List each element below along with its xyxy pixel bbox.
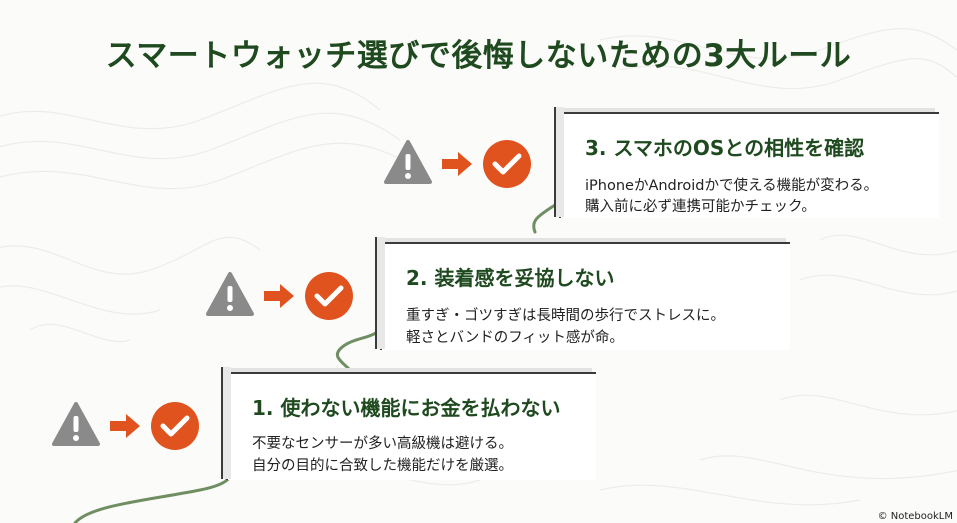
step-text-1-line1: 不要なセンサーが多い高級機は避ける。 [252,436,513,452]
arrow-right-icon [110,414,140,438]
step-text-3-line1: iPhoneかAndroidかで使える機能が変わる。 [585,178,879,194]
step-text-1-line2: 自分の目的に合致した機能だけを厳選。 [252,458,513,474]
icon-group-1 [52,402,199,450]
step-title-2: 2. 装着感を妥協しない [406,266,615,290]
arrow-right-icon [442,152,472,176]
warning-icon [52,402,100,446]
icon-group-3 [384,140,531,188]
step-card-3: 3. スマホのOSとの相性を確認 iPhoneかAndroidかで使える機能が変… [554,107,939,218]
footer-credit: © NotebookLM [877,511,953,522]
warning-icon [384,140,432,184]
step-title-1: 1. 使わない機能にお金を払わない [252,396,561,420]
check-icon [151,402,199,450]
page-title: スマートウォッチ選びで後悔しないための3大ルール [105,38,852,74]
arrow-right-icon [264,284,294,308]
step-card-1: 1. 使わない機能にお金を払わない 不要なセンサーが多い高級機は避ける。 自分の… [221,367,596,480]
step-text-2-line1: 重すぎ・ゴツすぎは長時間の歩行でストレスに。 [406,308,725,324]
check-icon [305,272,353,320]
step-text-3-line2: 購入前に必ず連携可能かチェック。 [585,199,816,215]
check-icon [483,140,531,188]
warning-icon [206,272,254,316]
step-card-2: 2. 装着感を妥協しない 重すぎ・ゴツすぎは長時間の歩行でストレスに。 軽さとバ… [375,237,790,350]
icon-group-2 [206,272,353,320]
step-text-2-line2: 軽さとバンドのフィット感が命。 [406,330,624,346]
step-title-3: 3. スマホのOSとの相性を確認 [585,136,865,160]
